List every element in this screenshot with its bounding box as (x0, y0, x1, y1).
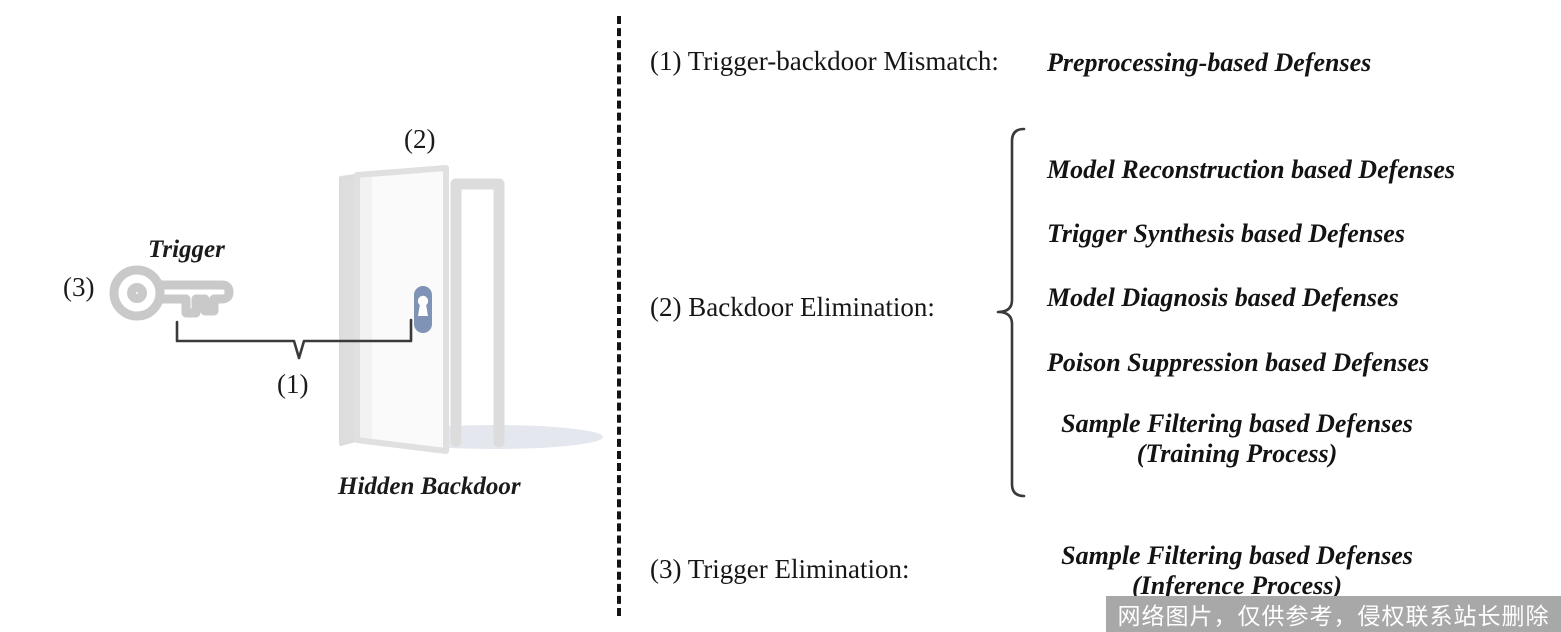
key-icon (109, 265, 234, 321)
defense-trigger-synthesis: Trigger Synthesis based Defenses (1047, 219, 1405, 248)
defense-sample-filtering-inference-line1: Sample Filtering based Defenses (1061, 541, 1413, 570)
defense-sample-filtering-inference: Sample Filtering based Defenses (Inferen… (1047, 541, 1427, 601)
defense-preprocessing: Preprocessing-based Defenses (1047, 48, 1372, 77)
defense-model-diagnosis: Model Diagnosis based Defenses (1047, 283, 1399, 312)
curly-brace-icon (996, 127, 1026, 498)
taxonomy-row-label-3: (3) Trigger Elimination: (650, 554, 910, 584)
taxonomy-row-label-1: (1) Trigger-backdoor Mismatch: (650, 46, 999, 76)
defense-sample-filtering-training-line2: (Training Process) (1136, 438, 1338, 468)
defense-model-reconstruction: Model Reconstruction based Defenses (1047, 155, 1456, 184)
trigger-label: Trigger (148, 236, 225, 263)
backdoor-illustration: (3) (2) (1) Trigger Hidden Backdoor (0, 0, 620, 632)
defense-sample-filtering-training: Sample Filtering based Defenses (Trainin… (1047, 409, 1427, 469)
keyhole-lock-icon (414, 286, 432, 333)
illustration-marker-1: (1) (277, 369, 309, 399)
door-panel-icon (339, 165, 449, 454)
taxonomy-row-label-2: (2) Backdoor Elimination: (650, 292, 935, 322)
hidden-backdoor-caption: Hidden Backdoor (338, 473, 521, 500)
trigger-backdoor-connector (175, 318, 413, 360)
illustration-marker-3: (3) (63, 272, 95, 302)
illustration-marker-2: (2) (404, 124, 436, 154)
defense-sample-filtering-training-line1: Sample Filtering based Defenses (1061, 409, 1413, 438)
defense-poison-suppression: Poison Suppression based Defenses (1047, 348, 1430, 377)
vertical-dashed-divider (617, 16, 621, 616)
backdoor-elimination-brace (990, 125, 1030, 500)
defense-taxonomy: (1) Trigger-backdoor Mismatch: Preproces… (620, 0, 1561, 632)
watermark-text: 网络图片，仅供参考，侵权联系站长删除 (1117, 604, 1550, 630)
watermark-banner: 网络图片，仅供参考，侵权联系站长删除 (1106, 596, 1561, 632)
illustration-svg (109, 165, 603, 454)
door-frame-icon (450, 178, 505, 448)
defense-sample-filtering-inference-line2: (Inference Process) (1131, 570, 1343, 600)
